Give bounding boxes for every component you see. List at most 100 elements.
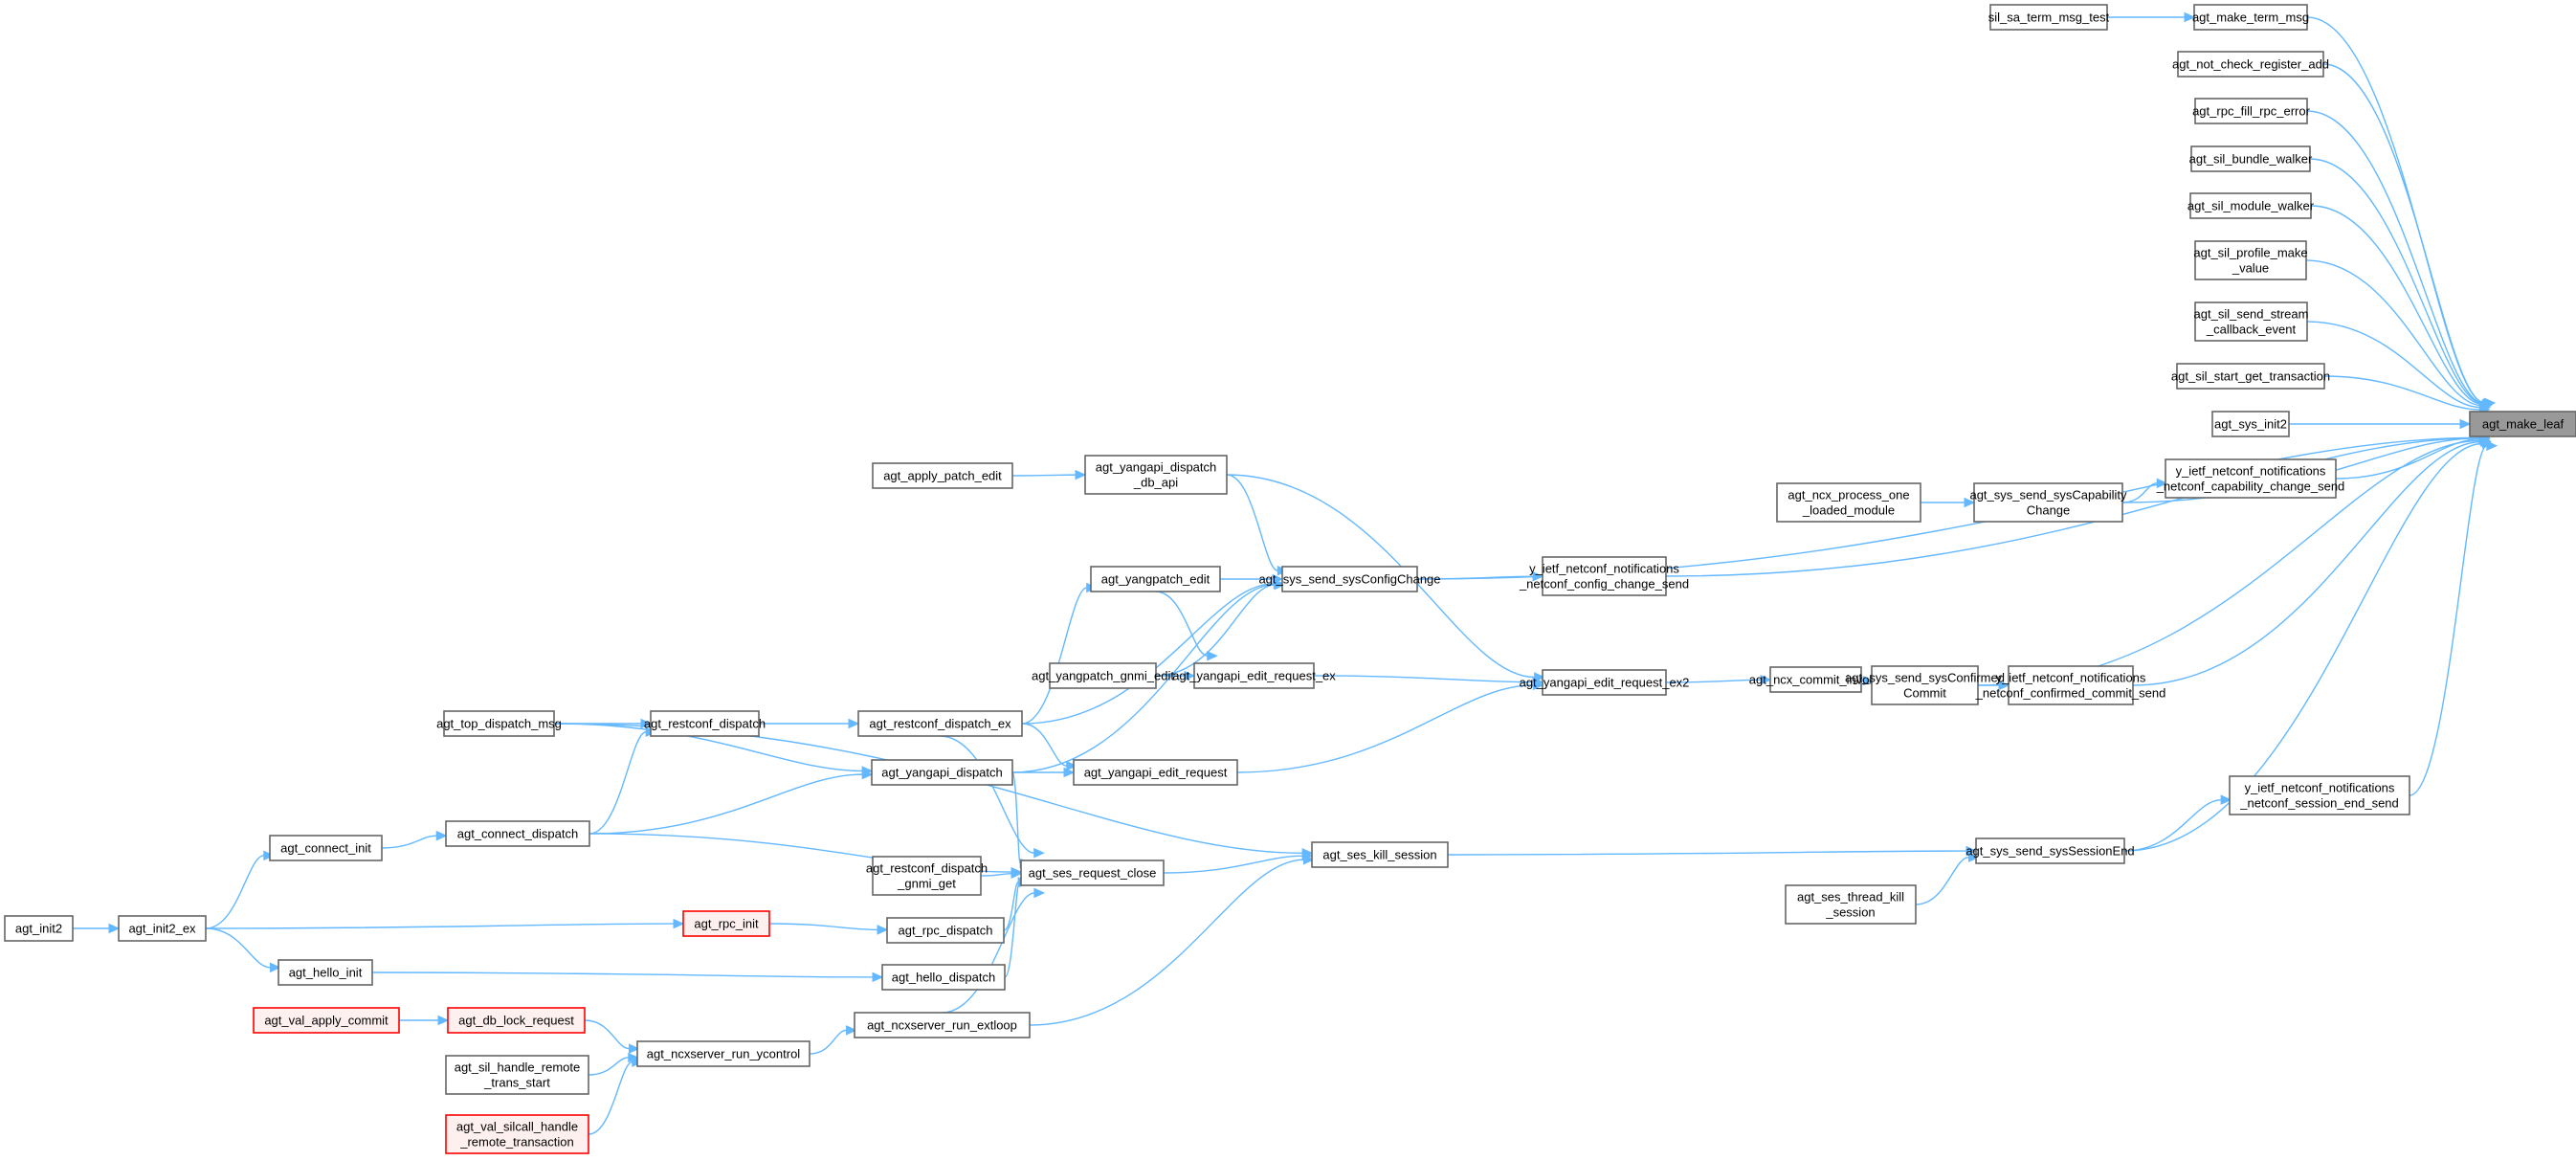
edge-line [1226,474,1278,571]
node-box [1871,665,1979,705]
node-agt-top-dispatch-msg[interactable]: agt_top_dispatch_msg [436,710,562,737]
node-agt-rpc-dispatch[interactable]: agt_rpc_dispatch [886,917,1005,944]
arrowhead-icon [1066,760,1077,771]
node-agt-apply-patch-edit[interactable]: agt_apply_patch_edit [872,462,1013,489]
node-agt-ses-thread-kill-session[interactable]: agt_ses_thread_kill_session [1785,884,1917,925]
node-agt-ses-request-close[interactable]: agt_ses_request_close [1020,860,1165,886]
node-agt-ncx-process-one-loaded-module[interactable]: agt_ncx_process_one_loaded_module [1776,482,1921,523]
node-agt-ses-kill-session[interactable]: agt_ses_kill_session [1311,841,1449,868]
node-label: agt_val_silcall_handle [456,1120,578,1134]
node-agt-yangapi-edit-request-ex[interactable]: agt_yangapi_edit_request_ex [1172,662,1336,689]
node-label: agt_rpc_fill_rpc_error [2192,104,2311,119]
node-box [445,1114,589,1154]
node-agt-ncx-commit-invoke[interactable]: agt_ncx_commit_invoke [1749,666,1882,693]
node-agt-restconf-dispatch[interactable]: agt_restconf_dispatch [644,710,766,737]
call-edge-agt_connect_init-to-agt_connect_dispatch [381,830,448,849]
edge-line [2322,63,2485,404]
node-label: agt_restconf_dispatch [644,717,766,731]
nodes-layer: agt_make_leaf sil_sa_term_msg_test agt_mak… [4,4,2576,1154]
node-agt-sil-module-walker[interactable]: agt_sil_module_walker [2187,192,2315,219]
node-label: agt_sil_bundle_walker [2189,152,2313,167]
node-y-config-change-send[interactable]: y_ietf_netconf_notifications_netconf_con… [1519,556,1689,596]
node-agt-not-check-register-add[interactable]: agt_not_check_register_add [2172,51,2329,78]
node-agt-rpc-init[interactable]: agt_rpc_init [682,910,770,937]
node-box [1311,841,1449,868]
call-edge-agt_restconf_dispatch_ex-to-agt_ses_request_close [940,735,1045,859]
node-y-confirmed-commit-send[interactable]: y_ietf_netconf_notifications_netconf_con… [1975,665,2166,705]
node-agt-restconf-dispatch-gnmi-get[interactable]: agt_restconf_dispatch_gnmi_get [866,856,988,896]
edge-line [2310,205,2483,406]
node-agt-val-apply-commit[interactable]: agt_val_apply_commit [253,1007,400,1034]
node-label: agt_ncxserver_run_ycontrol [647,1047,801,1061]
edge-line [584,1019,630,1050]
node-agt-sys-send-sysConfigChange[interactable]: agt_sys_send_sysConfigChange [1258,566,1441,592]
call-edge-sil_sa_term_msg_test-to-agt_make_term_msg [2107,11,2196,23]
node-label: agt_connect_dispatch [457,827,578,841]
node-label: _remote_transaction [459,1135,574,1150]
arrowhead-icon [673,918,685,929]
node-label: agt_restconf_dispatch [866,861,988,876]
node-agt-make-leaf[interactable]: agt_make_leaf [2469,411,2576,437]
edge-line [1155,591,1208,657]
node-label: _loaded_module [1802,503,1895,518]
node-agt-yangapi-dispatch[interactable]: agt_yangapi_dispatch [871,759,1013,786]
node-agt-ncxserver-run-ycontrol[interactable]: agt_ncxserver_run_ycontrol [636,1040,811,1067]
node-label: agt_make_leaf [2482,417,2565,432]
node-agt-yangpatch-gnmi-edit[interactable]: agt_yangpatch_gnmi_edit [1032,662,1174,689]
node-label: agt_init2 [15,922,62,936]
node-box [445,820,590,847]
arrowhead-icon [1184,670,1196,681]
call-edge-agt_db_lock_request-to-agt_ncxserver_run_ycontrol [584,1019,640,1054]
node-agt-hello-dispatch[interactable]: agt_hello_dispatch [881,964,1006,991]
node-label: agt_not_check_register_add [2172,57,2329,72]
node-agt-db-lock-request[interactable]: agt_db_lock_request [447,1007,586,1034]
node-agt-sil-send-stream-callback-event[interactable]: agt_sil_send_stream_callback_event [2194,301,2309,342]
node-y-cap-change-send[interactable]: y_ietf_netconf_notifications_netconf_cap… [2156,458,2345,499]
call-edge-agt_yangapi_edit_request_ex-to-agt_yangapi_edit_request_ex2 [1313,675,1544,687]
edge-line [2132,441,2481,686]
node-label: agt_sys_send_sysConfigChange [1258,572,1440,587]
edge-line [553,723,1303,854]
node-agt-make-term-msg[interactable]: agt_make_term_msg [2192,4,2309,31]
node-box [1281,566,1418,592]
node-agt-sil-bundle-walker[interactable]: agt_sil_bundle_walker [2189,145,2313,172]
node-agt-yangpatch-edit[interactable]: agt_yangpatch_edit [1090,566,1221,592]
node-agt-sil-profile-make-value[interactable]: agt_sil_profile_make_value [2193,240,2308,280]
node-agt-hello-init[interactable]: agt_hello_init [278,959,373,986]
node-sil-sa-term-msg-test[interactable]: sil_sa_term_msg_test [1988,4,2110,31]
node-agt-ncxserver-run-extloop[interactable]: agt_ncxserver_run_extloop [854,1012,1031,1038]
node-agt-connect-dispatch[interactable]: agt_connect_dispatch [445,820,590,847]
node-agt-rpc-fill-rpc-error[interactable]: agt_rpc_fill_rpc_error [2192,98,2311,124]
call-edge-agt_ses_request_close-to-agt_ses_kill_session [1163,850,1314,874]
node-agt-val-silcall-handle-remote-transaction[interactable]: agt_val_silcall_handle_remote_transactio… [445,1114,589,1154]
node-agt-restconf-dispatch-ex[interactable]: agt_restconf_dispatch_ex [857,710,1023,737]
node-agt-sys-send-sysSessionEnd[interactable]: agt_sys_send_sysSessionEnd [1965,837,2135,864]
call-edge-agt_yangpatch_edit-to-agt_yangapi_edit_request_ex [1155,591,1218,661]
edge-line [588,1057,629,1076]
node-agt-yangapi-edit-request-ex2[interactable]: agt_yangapi_edit_request_ex2 [1520,669,1690,696]
node-box [2469,411,2576,437]
node-agt-init2[interactable]: agt_init2 [4,915,74,942]
node-agt-yangapi-dispatch-db-api[interactable]: agt_yangapi_dispatch_db_api [1084,455,1228,495]
node-box [2229,775,2410,815]
node-box [1973,482,2123,523]
node-agt-sil-handle-remote-trans-start[interactable]: agt_sil_handle_remote_trans_start [445,1055,589,1095]
node-y-session-end-send[interactable]: y_ietf_netconf_notifications_netconf_ses… [2229,775,2410,815]
node-box [871,759,1013,786]
node-agt-yangapi-edit-request[interactable]: agt_yangapi_edit_request [1073,759,1238,786]
node-agt-init2-ex[interactable]: agt_init2_ex [118,915,207,942]
arrowhead-icon [846,1025,857,1036]
node-label: agt_yangapi_edit_request_ex2 [1520,676,1690,690]
node-agt-connect-init[interactable]: agt_connect_init [269,835,383,861]
edge-line [205,855,264,929]
call-edge-agt_init2_ex-to-agt_hello_init [205,927,281,973]
node-label: y_ietf_netconf_notifications [1996,671,2146,685]
node-box [1084,455,1228,495]
node-agt-sil-start-get-transaction[interactable]: agt_sil_start_get_transaction [2171,363,2330,390]
edge-line [1021,723,1067,767]
node-agt-sys-init2[interactable]: agt_sys_init2 [2211,411,2290,437]
node-label: agt_sil_handle_remote [455,1061,581,1075]
arrowhead-icon [263,850,275,861]
